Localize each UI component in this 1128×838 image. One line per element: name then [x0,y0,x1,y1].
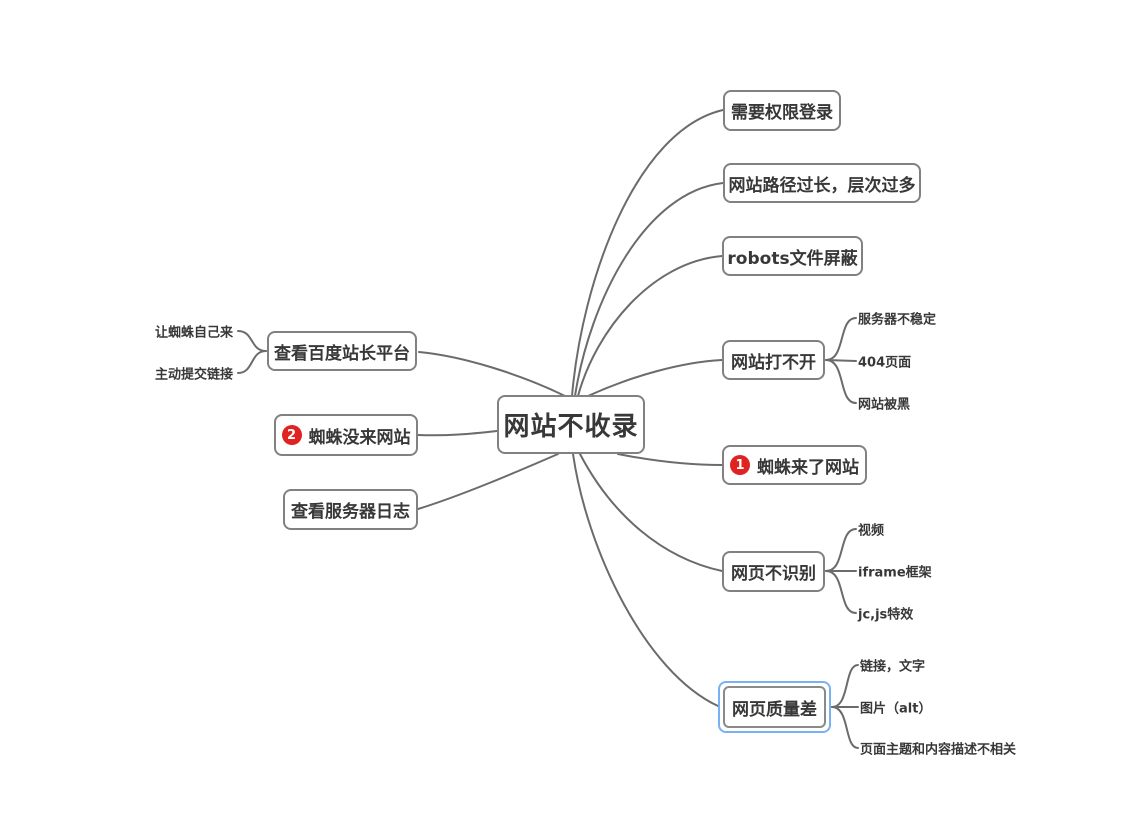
leaf-404-page[interactable]: 404页面 [858,355,912,371]
edge-central-to-baidu-webmaster [418,351,566,397]
leaf-topic-content-mismatch[interactable]: 页面主题和内容描述不相关 [860,742,1017,758]
node-page-poor-quality[interactable]: 网页质量差 [723,686,826,728]
edge-poor-quality-to-topic-mismatch [831,706,859,749]
edge-webmaster-to-submit-links [237,350,267,374]
leaf-jcjs-effects[interactable]: jc,js特效 [858,607,914,623]
edge-central-to-spider-didnt-come [417,430,498,437]
edge-central-to-spider-came [617,453,723,466]
leaf-links-text[interactable]: 链接，文字 [860,659,926,675]
node-label: 查看百度站长平台 [274,343,410,364]
edge-central-to-page-poor-quality [572,453,719,707]
node-label: 网页不识别 [731,564,816,584]
node-label: 蜘蛛来了网站 [757,457,859,478]
leaf-submit-links[interactable]: 主动提交链接 [154,367,233,383]
leaf-let-spider-come[interactable]: 让蜘蛛自己来 [154,325,233,341]
node-page-not-recognized[interactable]: 网页不识别 [722,551,825,592]
edge-webmaster-to-spider-self [237,330,267,352]
node-page-poor-quality-selected[interactable]: 网页质量差 [718,681,831,733]
node-spider-didnt-come[interactable]: 2 蜘蛛没来网站 [274,414,418,456]
node-site-wont-open[interactable]: 网站打不开 [722,340,825,380]
priority-1-badge: 1 [730,455,750,475]
edge-central-to-page-not-recognized [579,453,723,572]
node-path-too-long[interactable]: 网站路径过长，层次过多 [723,163,921,203]
edge-wont-open-to-hacked [825,359,857,404]
node-need-permission-login[interactable]: 需要权限登录 [723,90,841,131]
node-check-baidu-webmaster[interactable]: 查看百度站长平台 [267,331,417,371]
edge-poor-quality-to-links-text [831,664,859,708]
edge-not-recognized-to-jcjs [825,570,857,614]
node-central-site-not-indexed[interactable]: 网站不收录 [497,395,645,454]
priority-2-badge: 2 [281,425,302,445]
edge-not-recognized-to-video [825,528,857,572]
edge-central-to-server-log [417,453,559,510]
node-label: 网站打不开 [731,352,816,373]
leaf-iframe-frame[interactable]: iframe框架 [858,565,932,581]
node-check-server-log[interactable]: 查看服务器日志 [283,489,418,530]
edge-central-to-path-too-long [574,182,724,397]
node-label: 蜘蛛没来网站 [308,427,411,448]
node-label: 需要权限登录 [731,103,833,123]
edge-central-to-need-login [571,109,724,397]
node-label: 查看服务器日志 [291,502,410,522]
node-spider-came[interactable]: 1 蜘蛛来了网站 [722,445,867,485]
edge-wont-open-to-server-unstable [825,317,857,361]
node-label: 网站不收录 [503,412,639,442]
node-label: robots文件屏蔽 [727,248,858,269]
node-label: 网站路径过长，层次过多 [728,175,916,196]
node-robots-file-block[interactable]: robots文件屏蔽 [722,236,863,276]
edge-central-to-robots-block [577,255,723,397]
leaf-server-unstable[interactable]: 服务器不稳定 [858,312,937,328]
leaf-video[interactable]: 视频 [858,523,885,539]
node-label: 网页质量差 [732,699,817,720]
leaf-site-hacked[interactable]: 网站被黑 [858,397,911,413]
leaf-image-alt[interactable]: 图片（alt） [860,701,932,717]
edge-central-to-site-wont-open [587,359,723,397]
